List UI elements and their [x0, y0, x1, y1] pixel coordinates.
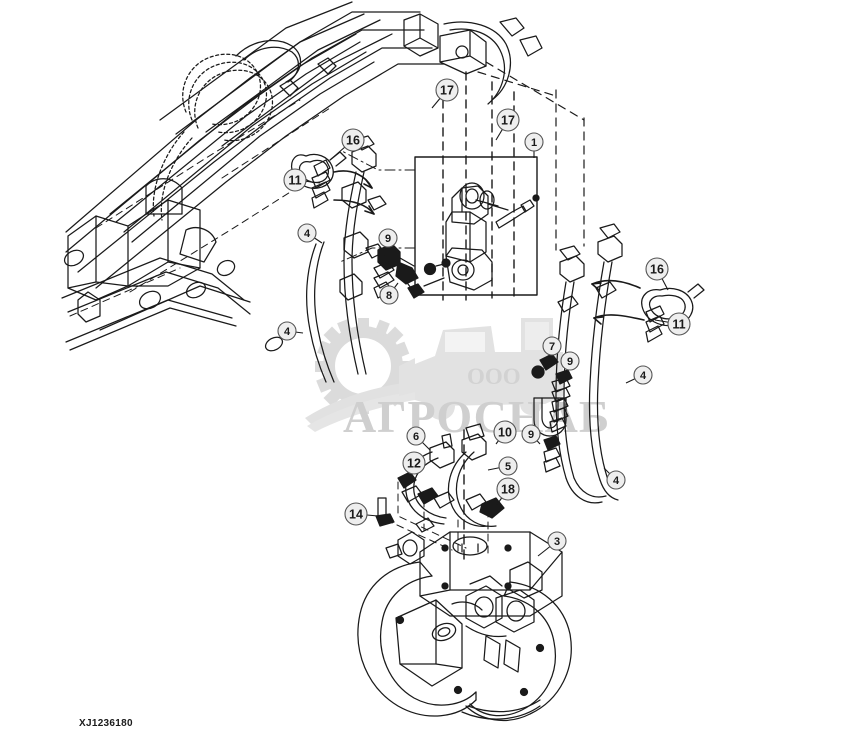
callout-10: 10 [493, 420, 517, 445]
callout-number: 4 [304, 228, 311, 240]
callout-number: 16 [346, 134, 360, 148]
hose-lower-group [375, 423, 505, 561]
callout-number: 14 [349, 508, 363, 522]
callout-4: 4 [625, 365, 653, 385]
callout-number: 18 [501, 483, 515, 497]
grapple-assembly [357, 517, 572, 721]
callout-17: 17 [495, 108, 520, 141]
callout-4: 4 [297, 223, 323, 244]
callout-bubble [277, 321, 297, 341]
callout-6: 6 [406, 426, 431, 451]
callout-18: 18 [495, 477, 520, 507]
callout-bubble [667, 312, 691, 336]
callout-bubble [493, 420, 517, 444]
hose-right-pair [555, 223, 623, 504]
part-number-label: XJ1236180 [79, 718, 133, 729]
callout-bubble [344, 502, 368, 526]
callout-bubble [406, 426, 426, 446]
callout-number: 8 [386, 290, 392, 302]
callout-4: 4 [277, 321, 304, 341]
fitting-group-9-8 [373, 243, 425, 299]
callout-number: 10 [498, 426, 512, 440]
callout-bubble [521, 424, 541, 444]
callout-bubble [402, 451, 426, 475]
callout-16: 16 [645, 257, 669, 291]
callout-9: 9 [378, 228, 398, 257]
callout-14: 14 [344, 502, 379, 526]
hose-left-pair [306, 135, 387, 383]
callout-bubble [435, 78, 459, 102]
callout-bubble [542, 336, 562, 356]
callout-bubble [498, 456, 518, 476]
callout-1: 1 [524, 132, 544, 158]
callout-5: 5 [487, 456, 518, 476]
callout-number: 11 [672, 318, 685, 332]
callout-17: 17 [431, 78, 459, 109]
callout-number: 4 [640, 370, 647, 382]
callout-bubble [606, 470, 626, 490]
callout-bubble [496, 108, 520, 132]
callout-bubble [645, 257, 669, 281]
callout-bubble [524, 132, 544, 152]
callout-12: 12 [402, 451, 426, 483]
callout-number: 9 [528, 429, 534, 441]
callout-16: 16 [329, 128, 365, 161]
callout-3: 3 [537, 531, 567, 557]
callout-number: 17 [440, 84, 454, 98]
boom-arm-assembly [61, 1, 543, 352]
callout-number: 4 [284, 326, 291, 338]
callout-11: 11 [283, 168, 321, 192]
callout-9: 9 [560, 351, 580, 379]
callout-bubble [496, 477, 520, 501]
callout-11: 11 [654, 312, 691, 336]
callout-number: 1 [531, 137, 537, 149]
callout-4: 4 [603, 467, 626, 490]
callout-number: 16 [650, 263, 664, 277]
callout-9: 9 [521, 424, 541, 445]
callout-number: 11 [288, 174, 301, 188]
callout-number: 6 [413, 431, 419, 443]
callout-number: 17 [501, 114, 515, 128]
callout-number: 3 [554, 536, 560, 548]
u-bracket-10 [533, 397, 567, 473]
callout-bubble [633, 365, 653, 385]
callout-bubble [379, 285, 399, 305]
callout-number: 12 [407, 457, 421, 471]
callout-number: 5 [505, 461, 511, 473]
callout-number: 9 [385, 233, 391, 245]
callout-number: 7 [549, 341, 555, 353]
callout-8: 8 [379, 282, 399, 305]
callout-bubble [283, 168, 307, 192]
clamp-detail-right [591, 279, 705, 343]
callout-bubble [560, 351, 580, 371]
valve-detail-box [414, 71, 540, 301]
callout-bubble [297, 223, 317, 243]
callout-number: 9 [567, 356, 573, 368]
callout-bubble [378, 228, 398, 248]
callout-number: 4 [613, 475, 620, 487]
callout-bubble [341, 128, 365, 152]
callout-bubble [547, 531, 567, 551]
callout-7: 7 [542, 336, 562, 365]
